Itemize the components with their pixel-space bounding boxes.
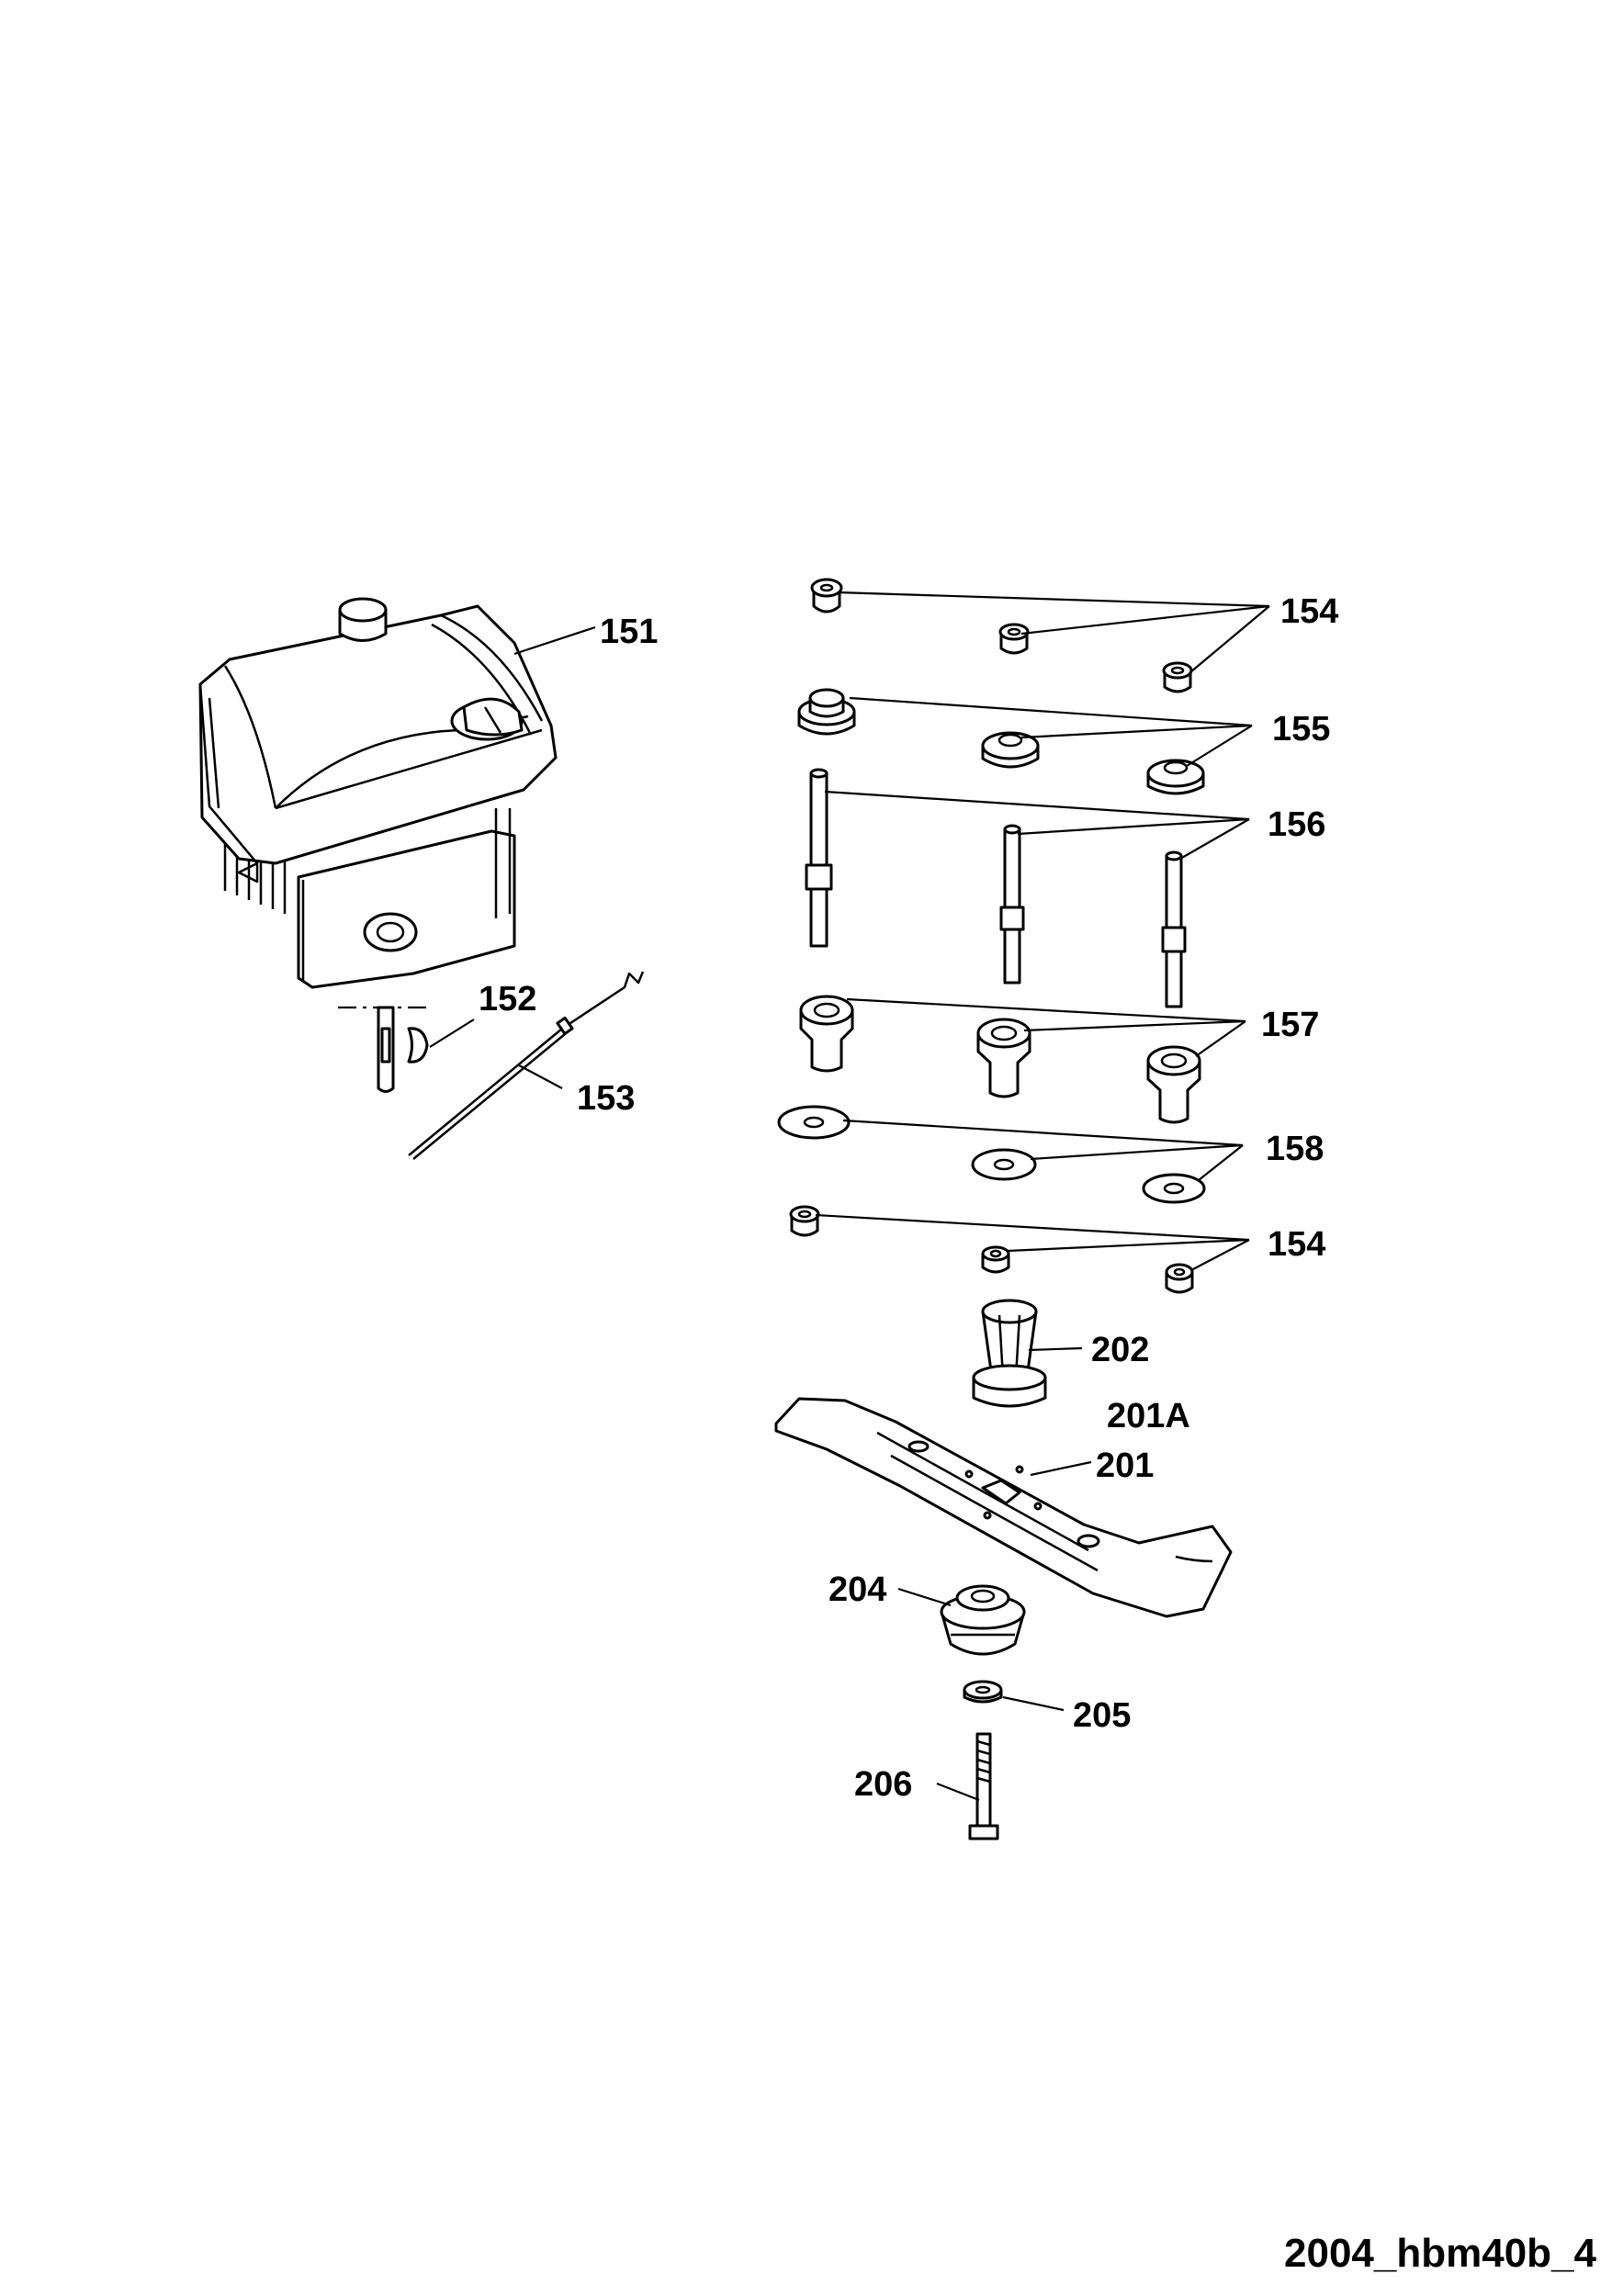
part-154-nuts-top [810, 578, 1193, 693]
part-151-engine [198, 597, 558, 989]
label-151: 151 [600, 613, 658, 651]
part-152-crankshaft-key [338, 1006, 432, 1093]
part-158-washers [777, 1105, 1206, 1204]
label-154-top: 154 [1280, 592, 1338, 631]
leader-lines [429, 591, 1270, 1802]
label-201A: 201A [1107, 1397, 1190, 1435]
label-155: 155 [1272, 710, 1330, 748]
part-labels: 151 152 153 154 155 156 157 158 154 202 … [479, 592, 1338, 1804]
part-201-blade [774, 1397, 1233, 1618]
label-205: 205 [1073, 1696, 1131, 1735]
label-204: 204 [828, 1570, 886, 1609]
label-152: 152 [479, 980, 536, 1019]
label-156: 156 [1268, 805, 1325, 844]
part-206-bolt [968, 1732, 999, 1840]
part-154-nuts-bottom [789, 1205, 1194, 1294]
part-157-spacers [799, 995, 1201, 1124]
drawing-code: 2004_hbm40b_4 [1284, 2231, 1597, 2276]
label-158: 158 [1266, 1130, 1324, 1168]
label-157: 157 [1261, 1006, 1319, 1044]
label-206: 206 [854, 1765, 912, 1804]
part-155-bushings [797, 688, 1205, 795]
label-154-bottom: 154 [1268, 1225, 1325, 1264]
label-201: 201 [1096, 1446, 1154, 1485]
part-156-studs [805, 768, 1187, 1008]
label-153: 153 [577, 1079, 635, 1118]
part-205-washer [963, 1680, 1003, 1704]
part-204-blade-hub [940, 1584, 1026, 1656]
part-202-blade-adapter [972, 1299, 1047, 1408]
part-153-cable [408, 971, 645, 1160]
label-202: 202 [1091, 1331, 1149, 1369]
